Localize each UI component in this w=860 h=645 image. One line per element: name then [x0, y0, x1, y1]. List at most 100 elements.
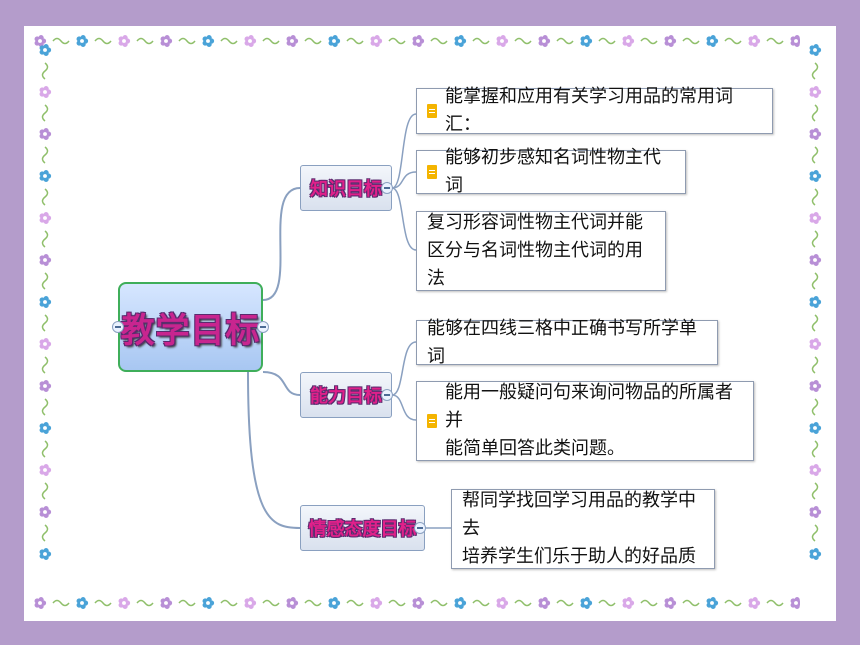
branch-knowledge[interactable]: 知识目标	[300, 165, 392, 211]
leaf-vine-icon	[41, 230, 49, 248]
flower-icon	[809, 506, 822, 518]
flower-icon	[809, 128, 822, 140]
flower-icon	[664, 597, 677, 609]
flower-icon	[76, 597, 89, 609]
leaf-vine-icon	[514, 599, 532, 607]
flower-icon	[622, 35, 635, 47]
leaf-vine-icon	[41, 314, 49, 332]
leaf-vine-icon	[556, 599, 574, 607]
leaf-knowledge-3[interactable]: 复习形容词性物主代词并能 区分与名词性物主代词的用法	[416, 211, 666, 291]
leaf-vine-icon	[41, 524, 49, 542]
leaf-vine-icon	[178, 37, 196, 45]
collapse-icon[interactable]	[112, 321, 124, 333]
root-node[interactable]: 教学目标	[118, 282, 263, 372]
leaf-vine-icon	[811, 524, 819, 542]
flower-icon	[809, 422, 822, 434]
leaf-vine-icon	[41, 272, 49, 290]
leaf-vine-icon	[811, 188, 819, 206]
leaf-ability-2[interactable]: 能用一般疑问句来询问物品的所属者并 能简单回答此类问题。	[416, 381, 754, 461]
flower-icon	[748, 35, 761, 47]
leaf-vine-icon	[136, 599, 154, 607]
flower-icon	[39, 86, 52, 98]
flower-icon	[496, 35, 509, 47]
flower-icon	[790, 35, 800, 47]
leaf-vine-icon	[598, 599, 616, 607]
leaf-vine-icon	[94, 37, 112, 45]
leaf-vine-icon	[346, 37, 364, 45]
leaf-vine-icon	[811, 104, 819, 122]
flower-icon	[202, 35, 215, 47]
flower-icon	[118, 597, 131, 609]
flower-icon	[286, 35, 299, 47]
leaf-vine-icon	[41, 146, 49, 164]
leaf-vine-icon	[682, 599, 700, 607]
leaf-vine-icon	[724, 599, 742, 607]
leaf-vine-icon	[41, 104, 49, 122]
flower-icon	[39, 506, 52, 518]
leaf-vine-icon	[41, 188, 49, 206]
leaf-vine-icon	[52, 599, 70, 607]
leaf-vine-icon	[724, 37, 742, 45]
leaf-vine-icon	[41, 356, 49, 374]
flower-icon	[39, 338, 52, 350]
leaf-vine-icon	[811, 314, 819, 332]
flower-icon	[328, 35, 341, 47]
branch-label: 知识目标	[310, 179, 382, 200]
collapse-icon[interactable]	[381, 389, 393, 401]
flower-icon	[370, 35, 383, 47]
flower-border-right	[809, 44, 822, 560]
flower-icon	[454, 35, 467, 47]
leaf-knowledge-1[interactable]: 能掌握和应用有关学习用品的常用词汇：	[416, 86, 773, 135]
flower-icon	[580, 35, 593, 47]
leaf-attitude-1[interactable]: 帮同学找回学习用品的教学中去 培养学生们乐于助人的好品质	[451, 489, 715, 569]
connector-b1-leaf-2	[391, 171, 417, 189]
connector-b1-leaf-3	[391, 187, 417, 251]
flower-icon	[809, 170, 822, 182]
leaf-knowledge-2[interactable]: 能够初步感知名词性物主代词	[416, 147, 686, 196]
leaf-text: 能够初步感知名词性物主代词	[445, 147, 661, 196]
flower-icon	[76, 35, 89, 47]
collapse-icon[interactable]	[257, 321, 269, 333]
flower-icon	[39, 44, 52, 56]
leaf-vine-icon	[41, 398, 49, 416]
collapse-icon[interactable]	[381, 182, 393, 194]
leaf-vine-icon	[304, 37, 322, 45]
flower-icon	[412, 35, 425, 47]
leaf-vine-icon	[346, 599, 364, 607]
leaf-vine-icon	[682, 37, 700, 45]
flower-icon	[706, 597, 719, 609]
branch-ability[interactable]: 能力目标	[300, 372, 392, 418]
flower-border-bottom	[34, 597, 800, 609]
leaf-vine-icon	[598, 37, 616, 45]
connector-root-branch-1	[262, 187, 301, 301]
flower-icon	[496, 597, 509, 609]
flower-icon	[328, 597, 341, 609]
leaf-text: 帮同学找回学习用品的教学中去 培养学生们乐于助人的好品质	[462, 490, 696, 567]
flower-icon	[39, 296, 52, 308]
leaf-vine-icon	[388, 599, 406, 607]
flower-icon	[39, 212, 52, 224]
collapse-icon[interactable]	[414, 522, 426, 534]
flower-icon	[412, 597, 425, 609]
flower-icon	[160, 35, 173, 47]
branch-attitude[interactable]: 情感态度目标	[300, 505, 425, 551]
flower-icon	[39, 170, 52, 182]
leaf-vine-icon	[472, 599, 490, 607]
leaf-text: 能够在四线三格中正确书写所学单词	[427, 317, 697, 367]
leaf-vine-icon	[41, 482, 49, 500]
leaf-vine-icon	[430, 599, 448, 607]
flower-icon	[286, 597, 299, 609]
flower-icon	[538, 35, 551, 47]
leaf-ability-1[interactable]: 能够在四线三格中正确书写所学单词	[416, 318, 718, 367]
flower-icon	[370, 597, 383, 609]
flower-icon	[244, 597, 257, 609]
connector-root-branch-2	[262, 371, 301, 396]
flower-icon	[39, 128, 52, 140]
note-icon	[427, 414, 437, 428]
flower-icon	[809, 464, 822, 476]
leaf-vine-icon	[811, 230, 819, 248]
flower-icon	[622, 597, 635, 609]
connector-root-branch-3	[247, 371, 301, 529]
leaf-vine-icon	[262, 37, 280, 45]
